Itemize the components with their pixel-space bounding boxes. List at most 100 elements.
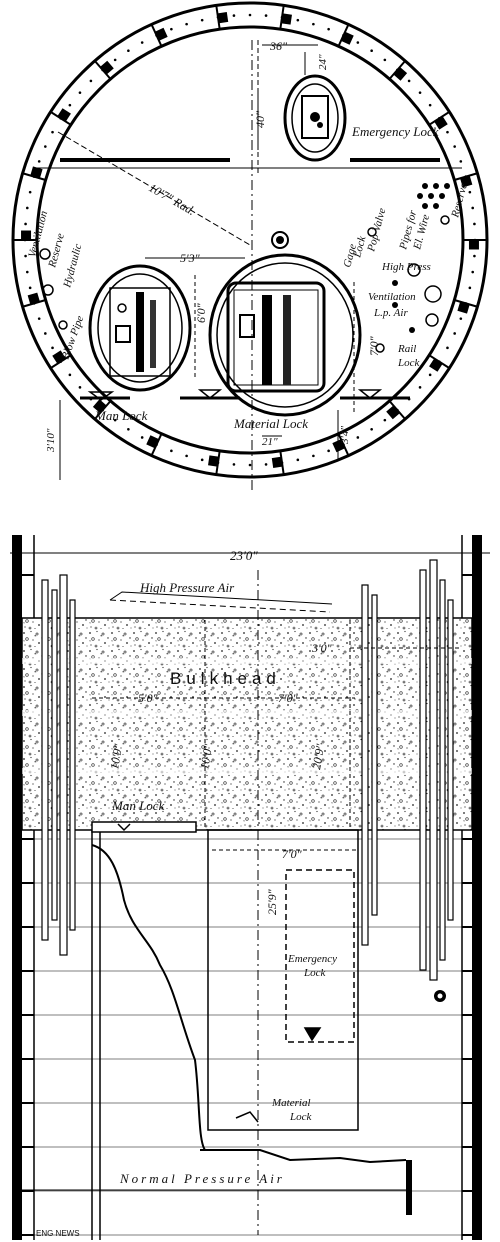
man-lock-side xyxy=(91,821,206,1240)
lining-bolt xyxy=(264,14,268,17)
lining-bolt xyxy=(44,145,47,148)
dim-40in: 40" xyxy=(253,110,267,128)
label-emergency-lock: Emergency Lock xyxy=(351,124,439,139)
lining-bolt xyxy=(468,190,472,194)
dim-21in: 21" xyxy=(262,436,278,448)
label-rail-lock: Lock xyxy=(397,357,421,369)
lining-segment-block xyxy=(468,239,479,250)
lining-bolt xyxy=(59,360,63,363)
lining-bolt xyxy=(24,222,27,226)
lining-segment-block xyxy=(30,166,43,179)
lining-bolt xyxy=(471,206,475,210)
lining-bolt xyxy=(28,190,32,194)
label-high-pressure-air: High Pressure Air xyxy=(139,580,235,595)
dim-10ft0in: 10'0" xyxy=(197,742,215,771)
lining-bolt xyxy=(140,436,144,439)
lining-bolt xyxy=(200,458,204,462)
lining-bolt xyxy=(101,68,104,72)
label-man-lock-side: Man Lock xyxy=(111,798,165,813)
lining-bolt xyxy=(140,41,144,44)
lining-bolt xyxy=(25,270,29,274)
lining-bolt xyxy=(51,346,54,350)
radius-line xyxy=(57,131,251,246)
lining-bolt xyxy=(296,18,300,22)
lining-bolt xyxy=(280,461,284,465)
lining-bolt xyxy=(78,386,82,389)
lining-bolt xyxy=(446,346,449,350)
lining-bolt xyxy=(383,58,387,62)
lining-bolt xyxy=(232,14,236,17)
lining-bolt xyxy=(89,79,93,83)
lining-bolt xyxy=(296,458,300,462)
lining-bolt xyxy=(232,463,236,466)
lining-bolt xyxy=(407,79,411,83)
lining-bolt xyxy=(342,443,345,446)
wire-pipe-dots xyxy=(392,183,450,333)
lining-bolt xyxy=(280,15,284,19)
dim-3ft0in-side: 3'0" xyxy=(311,641,333,655)
dim-23ft0in: 23'0" xyxy=(230,548,258,563)
support-left xyxy=(87,391,115,401)
lining-bolt xyxy=(383,418,387,422)
lining-segment-block xyxy=(271,456,284,468)
lining-bolt xyxy=(471,270,475,274)
lining-segment-block xyxy=(208,455,220,467)
lining-bolt xyxy=(51,130,54,134)
man-lock-top xyxy=(88,264,192,392)
lining-segment-block xyxy=(280,13,292,25)
dim-7ft0in-side: 7'0" xyxy=(278,691,299,705)
longitudinal-view: 23'0" xyxy=(10,535,490,1240)
lining-bolt xyxy=(155,34,158,37)
dim-5ft0in: 5'0" xyxy=(138,691,159,705)
lining-bolt xyxy=(453,332,456,335)
label-reserve-right: Reserve xyxy=(449,182,470,220)
emergency-lock-top xyxy=(283,74,347,162)
label-material-side-1: Material xyxy=(271,1097,311,1109)
dim-3ft10in: 3'10" xyxy=(45,428,57,453)
lining-segment-block xyxy=(216,12,229,24)
lining-bolt xyxy=(101,408,104,412)
dim-5ft3in: 5'3" xyxy=(180,251,201,265)
lining-segment-block xyxy=(21,230,32,241)
label-normal-pressure-air: Normal Pressure Air xyxy=(119,1171,285,1186)
lining-bolt xyxy=(464,302,468,305)
lining-bolt xyxy=(68,103,72,107)
lining-bolt xyxy=(356,41,360,44)
lining-bolt xyxy=(59,117,63,120)
lining-bolt xyxy=(78,91,82,94)
lining-bolt xyxy=(216,15,220,19)
lining-bolt xyxy=(127,49,130,53)
right-wall xyxy=(472,535,482,1240)
lining-bolt xyxy=(113,58,117,62)
lining-bolt xyxy=(216,461,220,465)
lining-bolt xyxy=(370,427,373,431)
dim-20ft9in: 20'9" xyxy=(309,742,327,771)
lining-bolt xyxy=(428,373,432,377)
lining-bolt xyxy=(32,175,36,178)
lining-bolt xyxy=(248,13,252,17)
label-high-press: High Press xyxy=(381,261,431,273)
material-lock-side xyxy=(200,829,407,1164)
lining-segment-block xyxy=(99,60,114,75)
label-emergency-side-1: Emergency xyxy=(287,953,337,965)
lining-bolt xyxy=(437,117,441,120)
label-material-side-2: Lock xyxy=(289,1111,313,1123)
lining-bolt xyxy=(312,22,315,26)
label-emergency-side-2: Lock xyxy=(303,967,327,979)
lining-bolt xyxy=(437,360,441,363)
lining-bolt xyxy=(459,317,463,320)
pipe-fittings xyxy=(39,215,450,353)
lining-bolt xyxy=(68,373,72,377)
lining-bolt xyxy=(28,286,32,290)
dim-7ft0in-lower: 7'0" xyxy=(282,847,303,861)
pipes-left xyxy=(41,574,76,956)
lining-bolt xyxy=(396,408,399,412)
lining-bolt xyxy=(428,103,432,107)
left-wall xyxy=(12,535,22,1240)
label-man-lock-top: Man Lock xyxy=(94,408,148,423)
lining-bolt xyxy=(356,436,360,439)
material-lock-top xyxy=(208,231,362,417)
dim-10ft9in: 10'9" xyxy=(107,742,125,771)
lining-bolt xyxy=(396,68,399,72)
dim-25ft9in: 25'9" xyxy=(265,888,279,915)
